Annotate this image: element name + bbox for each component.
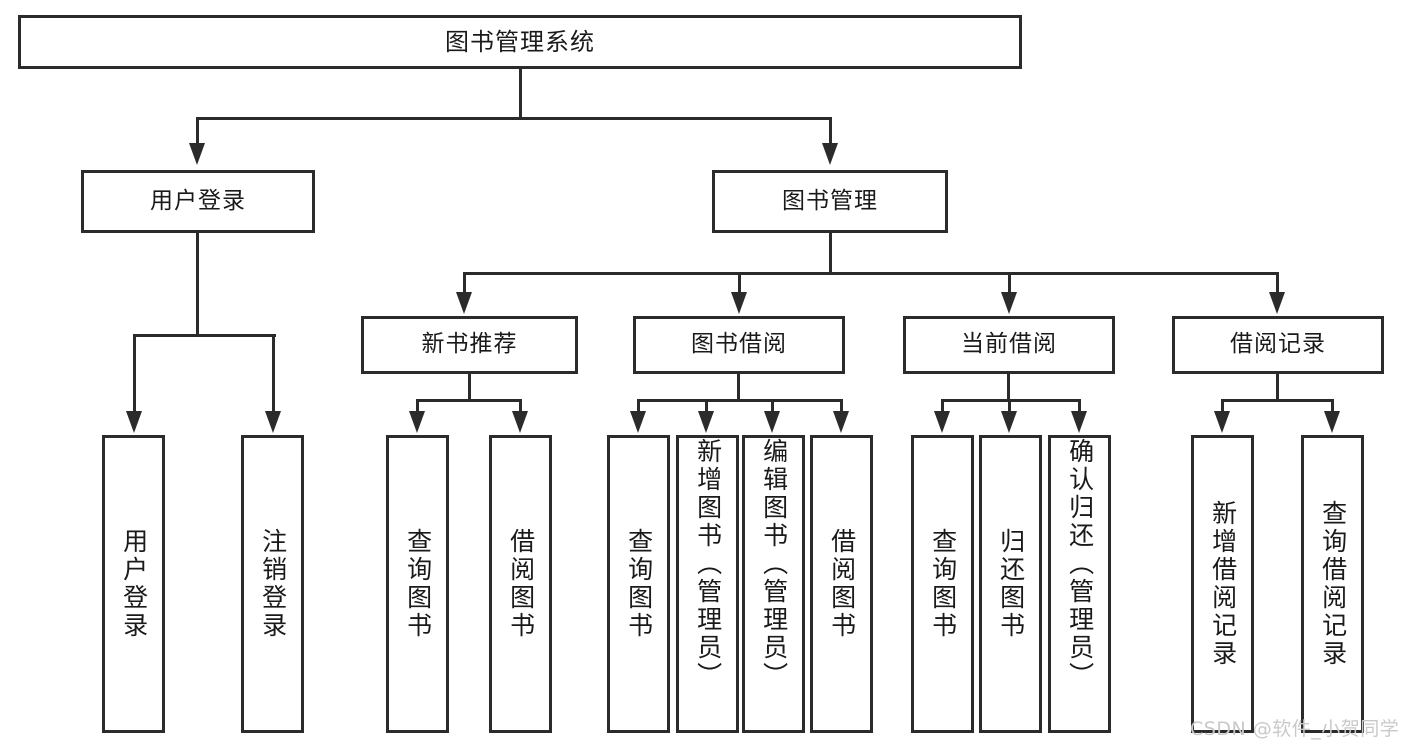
- connector-user-login-bus: [134, 334, 276, 337]
- connector-drop-leaf-user-login: [133, 334, 136, 413]
- connector-user-login-stem: [196, 233, 199, 335]
- connector-drop-current-borrow: [1008, 272, 1011, 294]
- arrowhead-confirm-return: [1071, 411, 1087, 433]
- connector-book-manage-bus: [464, 272, 1278, 275]
- node-user-login[interactable]: 用户登录: [81, 170, 315, 233]
- node-book-borrow[interactable]: 图书借阅: [633, 316, 845, 374]
- connector-drop-edit-book: [771, 399, 774, 413]
- arrowhead-query-book-3: [934, 411, 950, 433]
- arrowhead-add-record: [1214, 411, 1230, 433]
- leaf-user-login[interactable]: 用户登录: [102, 435, 165, 733]
- node-label: 查询图书: [403, 528, 433, 640]
- connector-drop-borrow-book-2: [840, 399, 843, 413]
- node-current-borrow[interactable]: 当前借阅: [903, 316, 1115, 374]
- arrowhead-book-manage: [822, 143, 838, 165]
- node-root-system[interactable]: 图书管理系统: [18, 15, 1022, 69]
- node-label: 归还图书: [996, 528, 1026, 640]
- connector-new-book-stem: [468, 374, 471, 400]
- arrowhead-edit-book: [764, 411, 780, 433]
- leaf-confirm-return[interactable]: 确认归还（管理员）: [1048, 435, 1111, 733]
- connector-borrow-record-bus: [1222, 399, 1334, 402]
- arrowhead-current-borrow: [1001, 292, 1017, 314]
- connector-drop-confirm-return: [1078, 399, 1081, 413]
- leaf-query-borrow-record[interactable]: 查询借阅记录: [1301, 435, 1364, 733]
- connector-drop-book-borrow: [738, 272, 741, 294]
- arrowhead-query-book-1: [409, 411, 425, 433]
- arrowhead-add-book: [698, 411, 714, 433]
- leaf-query-book-current[interactable]: 查询图书: [911, 435, 974, 733]
- node-book-management[interactable]: 图书管理: [712, 170, 948, 233]
- connector-drop-leaf-logout: [272, 334, 275, 413]
- node-label: 图书管理: [782, 187, 878, 214]
- connector-drop-query-book-2: [637, 399, 640, 413]
- csdn-watermark: CSDN @软件_小贺同学: [1190, 718, 1400, 740]
- connector-current-borrow-stem: [1007, 374, 1010, 400]
- arrowhead-borrow-book-1: [512, 411, 528, 433]
- leaf-return-book[interactable]: 归还图书: [979, 435, 1042, 733]
- leaf-add-book[interactable]: 新增图书（管理员）: [676, 435, 739, 733]
- node-label: 确认归还（管理员）: [1065, 438, 1095, 690]
- node-label: 新书推荐: [421, 331, 518, 358]
- leaf-logout[interactable]: 注销登录: [241, 435, 304, 733]
- connector-drop-borrow-book-1: [519, 399, 522, 413]
- arrowhead-query-book-2: [630, 411, 646, 433]
- node-label: 图书管理系统: [445, 27, 595, 56]
- connector-drop-return-book: [1008, 399, 1011, 413]
- leaf-borrow-book[interactable]: 借阅图书: [810, 435, 873, 733]
- connector-root-bus: [197, 117, 832, 120]
- connector-drop-user-login: [196, 117, 199, 145]
- connector-drop-new-book: [463, 272, 466, 294]
- leaf-edit-book[interactable]: 编辑图书（管理员）: [742, 435, 805, 733]
- leaf-query-book-borrow[interactable]: 查询图书: [607, 435, 670, 733]
- connector-book-borrow-bus: [638, 399, 843, 402]
- connector-drop-borrow-record: [1276, 272, 1279, 294]
- arrowhead-leaf-logout: [265, 411, 281, 433]
- connector-new-book-bus: [417, 399, 522, 402]
- node-label: 编辑图书（管理员）: [759, 438, 789, 690]
- node-new-book-recommend[interactable]: 新书推荐: [361, 316, 578, 374]
- connector-drop-add-book: [705, 399, 708, 413]
- leaf-add-borrow-record[interactable]: 新增借阅记录: [1191, 435, 1254, 733]
- connector-drop-query-record: [1331, 399, 1334, 413]
- node-label: 图书借阅: [691, 331, 787, 358]
- node-label: 查询图书: [928, 528, 958, 640]
- arrowhead-book-borrow: [731, 292, 747, 314]
- node-label: 用户登录: [150, 187, 246, 214]
- connector-borrow-record-stem: [1276, 374, 1279, 400]
- connector-book-borrow-stem: [737, 374, 740, 400]
- connector-book-manage-stem: [829, 233, 832, 273]
- arrowhead-new-book: [456, 292, 472, 314]
- arrowhead-borrow-record: [1269, 292, 1285, 314]
- leaf-query-book-recommend[interactable]: 查询图书: [386, 435, 449, 733]
- arrowhead-user-login: [189, 143, 205, 165]
- node-borrow-record[interactable]: 借阅记录: [1172, 316, 1384, 374]
- connector-root-stem: [519, 69, 522, 118]
- connector-drop-query-book-1: [416, 399, 419, 413]
- node-label: 查询借阅记录: [1318, 500, 1348, 668]
- node-label: 新增图书（管理员）: [693, 438, 723, 690]
- node-label: 借阅记录: [1230, 331, 1326, 358]
- arrowhead-query-record: [1324, 411, 1340, 433]
- connector-current-borrow-bus: [942, 399, 1081, 402]
- node-label: 查询图书: [624, 528, 654, 640]
- connector-drop-query-book-3: [941, 399, 944, 413]
- connector-drop-book-manage: [829, 117, 832, 145]
- node-label: 借阅图书: [827, 528, 857, 640]
- node-label: 借阅图书: [506, 528, 536, 640]
- node-label: 注销登录: [258, 528, 288, 640]
- node-label: 当前借阅: [961, 331, 1057, 358]
- arrowhead-return-book: [1001, 411, 1017, 433]
- arrowhead-borrow-book-2: [833, 411, 849, 433]
- arrowhead-leaf-user-login: [126, 411, 142, 433]
- node-label: 新增借阅记录: [1208, 500, 1238, 668]
- connector-drop-add-record: [1221, 399, 1224, 413]
- leaf-borrow-book-recommend[interactable]: 借阅图书: [489, 435, 552, 733]
- node-label: 用户登录: [119, 528, 149, 640]
